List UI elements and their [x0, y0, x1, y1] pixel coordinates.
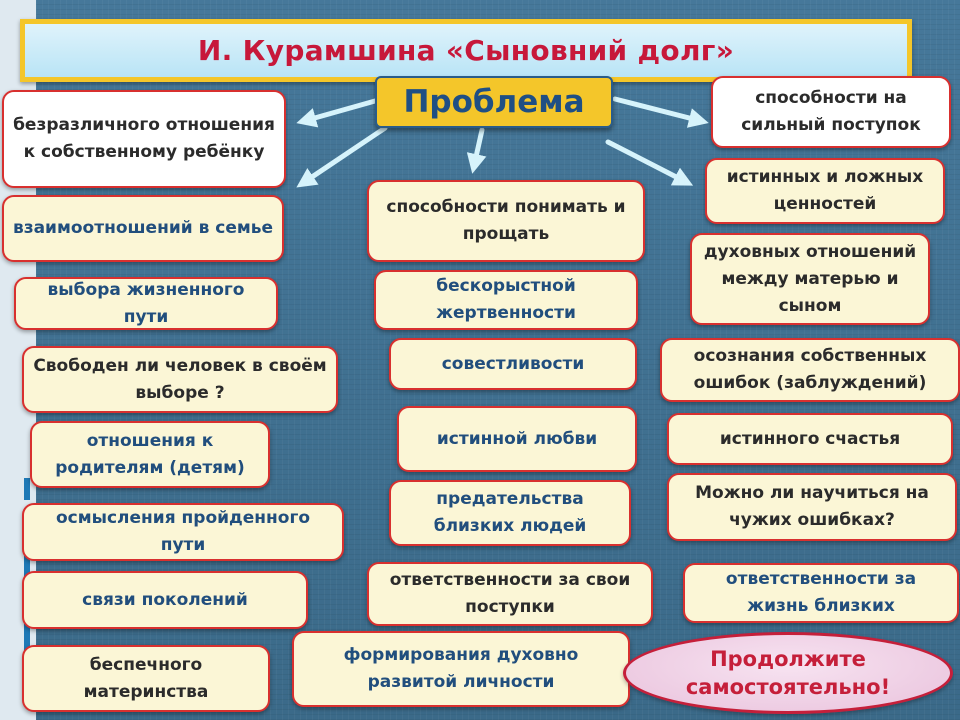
title-bar: И. Курамшина «Сыновний долг» [20, 19, 912, 82]
decor-stripe [24, 624, 30, 664]
arrow-to-right-mid [605, 139, 694, 186]
right-item: способности на сильный поступок [711, 76, 951, 148]
right-item: Можно ли научиться на чужих ошибках? [667, 473, 957, 541]
right-item: ответственности за жизнь близких [683, 563, 959, 623]
middle-item: способности понимать и прощать [367, 180, 645, 262]
problem-center: Проблема [375, 76, 613, 128]
arrow-to-right-top [612, 96, 709, 128]
right-item: осознания собственных ошибок (заблуждени… [660, 338, 960, 402]
page-title: И. Курамшина «Сыновний долг» [25, 24, 907, 77]
middle-item: формирования духовно развитой личности [292, 631, 630, 707]
arrow-to-center [466, 127, 487, 174]
decor-stripe [24, 478, 30, 500]
left-item: выбора жизненного пути [14, 277, 278, 330]
left-item: беспечного материнства [22, 645, 270, 712]
middle-item: совестливости [389, 338, 637, 390]
middle-item: предательства близких людей [389, 480, 631, 546]
right-item: истинных и ложных ценностей [705, 158, 945, 224]
left-item: связи поколений [22, 571, 308, 629]
middle-item: ответственности за свои поступки [367, 562, 653, 626]
middle-item: бескорыстной жертвенности [374, 270, 638, 330]
left-item: осмысления пройденного пути [22, 503, 344, 561]
continue-callout: Продолжите самостоятельно! [623, 632, 953, 714]
left-item: взаимоотношений в семье [2, 195, 284, 262]
left-item: Свободен ли человек в своём выборе ? [22, 346, 338, 413]
arrow-to-left-top [296, 98, 378, 128]
left-item: безразличного отношения к собственному р… [2, 90, 286, 188]
middle-item: истинной любви [397, 406, 637, 472]
arrow-to-left-mid [296, 125, 388, 188]
right-item: истинного счастья [667, 413, 953, 465]
left-item: отношения к родителям (детям) [30, 421, 270, 488]
right-item: духовных отношений между матерью и сыном [690, 233, 930, 325]
